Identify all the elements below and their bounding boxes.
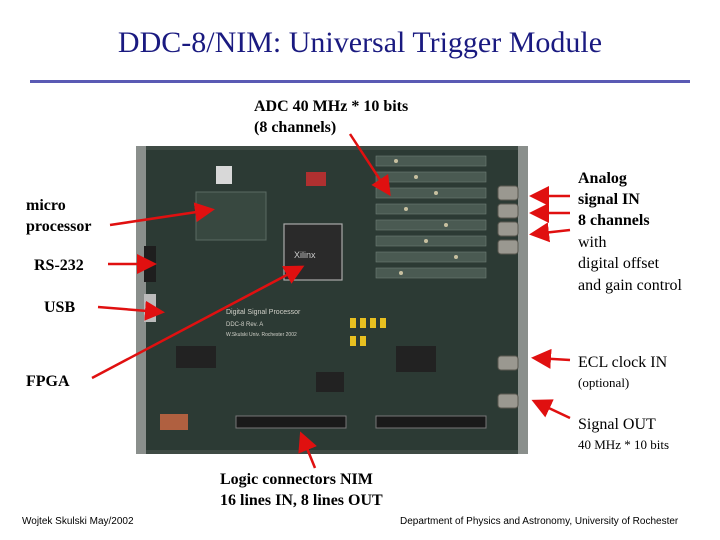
circuit-board-photo: Xilinx Digital Signal Processor DDC-8 Re… xyxy=(136,146,528,454)
signal-out-label-line2: 40 MHz * 10 bits xyxy=(578,437,669,452)
ecl-label-line1: ECL clock IN xyxy=(578,354,668,371)
signal-out-label-line1: Signal OUT xyxy=(578,416,656,433)
page-title: DDC-8/NIM: Universal Trigger Module xyxy=(117,26,603,59)
title-divider xyxy=(30,80,690,83)
analog-label-line4: with xyxy=(578,234,607,251)
arrow-analog-3 xyxy=(529,222,571,243)
micro-label-line2: processor xyxy=(26,218,92,235)
adc-label-line1: ADC 40 MHz * 10 bits xyxy=(254,98,409,115)
chip-marking: Xilinx xyxy=(294,250,316,260)
analog-label-line3: 8 channels xyxy=(578,212,650,229)
adc-label-line2: (8 channels) xyxy=(254,119,337,136)
ecl-label-line2: (optional) xyxy=(578,375,630,390)
analog-label-line6: and gain control xyxy=(578,277,682,294)
silkscreen-text-3: W.Skulski Univ. Rochester 2002 xyxy=(226,332,297,338)
rs232-label: RS-232 xyxy=(34,257,84,274)
analog-label-line2: signal IN xyxy=(578,191,640,208)
analog-label-line1: Analog xyxy=(578,170,627,187)
footer-affiliation: Department of Physics and Astronomy, Uni… xyxy=(400,516,679,527)
logic-label-line2: 16 lines IN, 8 lines OUT xyxy=(220,492,383,509)
analog-label-line5: digital offset xyxy=(578,255,660,272)
arrow-ecl xyxy=(531,348,571,369)
usb-label: USB xyxy=(44,299,76,316)
silkscreen-text-1: Digital Signal Processor xyxy=(226,309,301,316)
fpga-label: FPGA xyxy=(26,373,70,390)
micro-label-line1: micro xyxy=(26,197,66,214)
silkscreen-text-2: DDC-8 Rev. A xyxy=(226,322,263,328)
logic-label-line1: Logic connectors NIM xyxy=(220,471,373,488)
arrow-signal-out xyxy=(531,399,571,420)
footer-author: Wojtek Skulski May/2002 xyxy=(22,516,134,527)
